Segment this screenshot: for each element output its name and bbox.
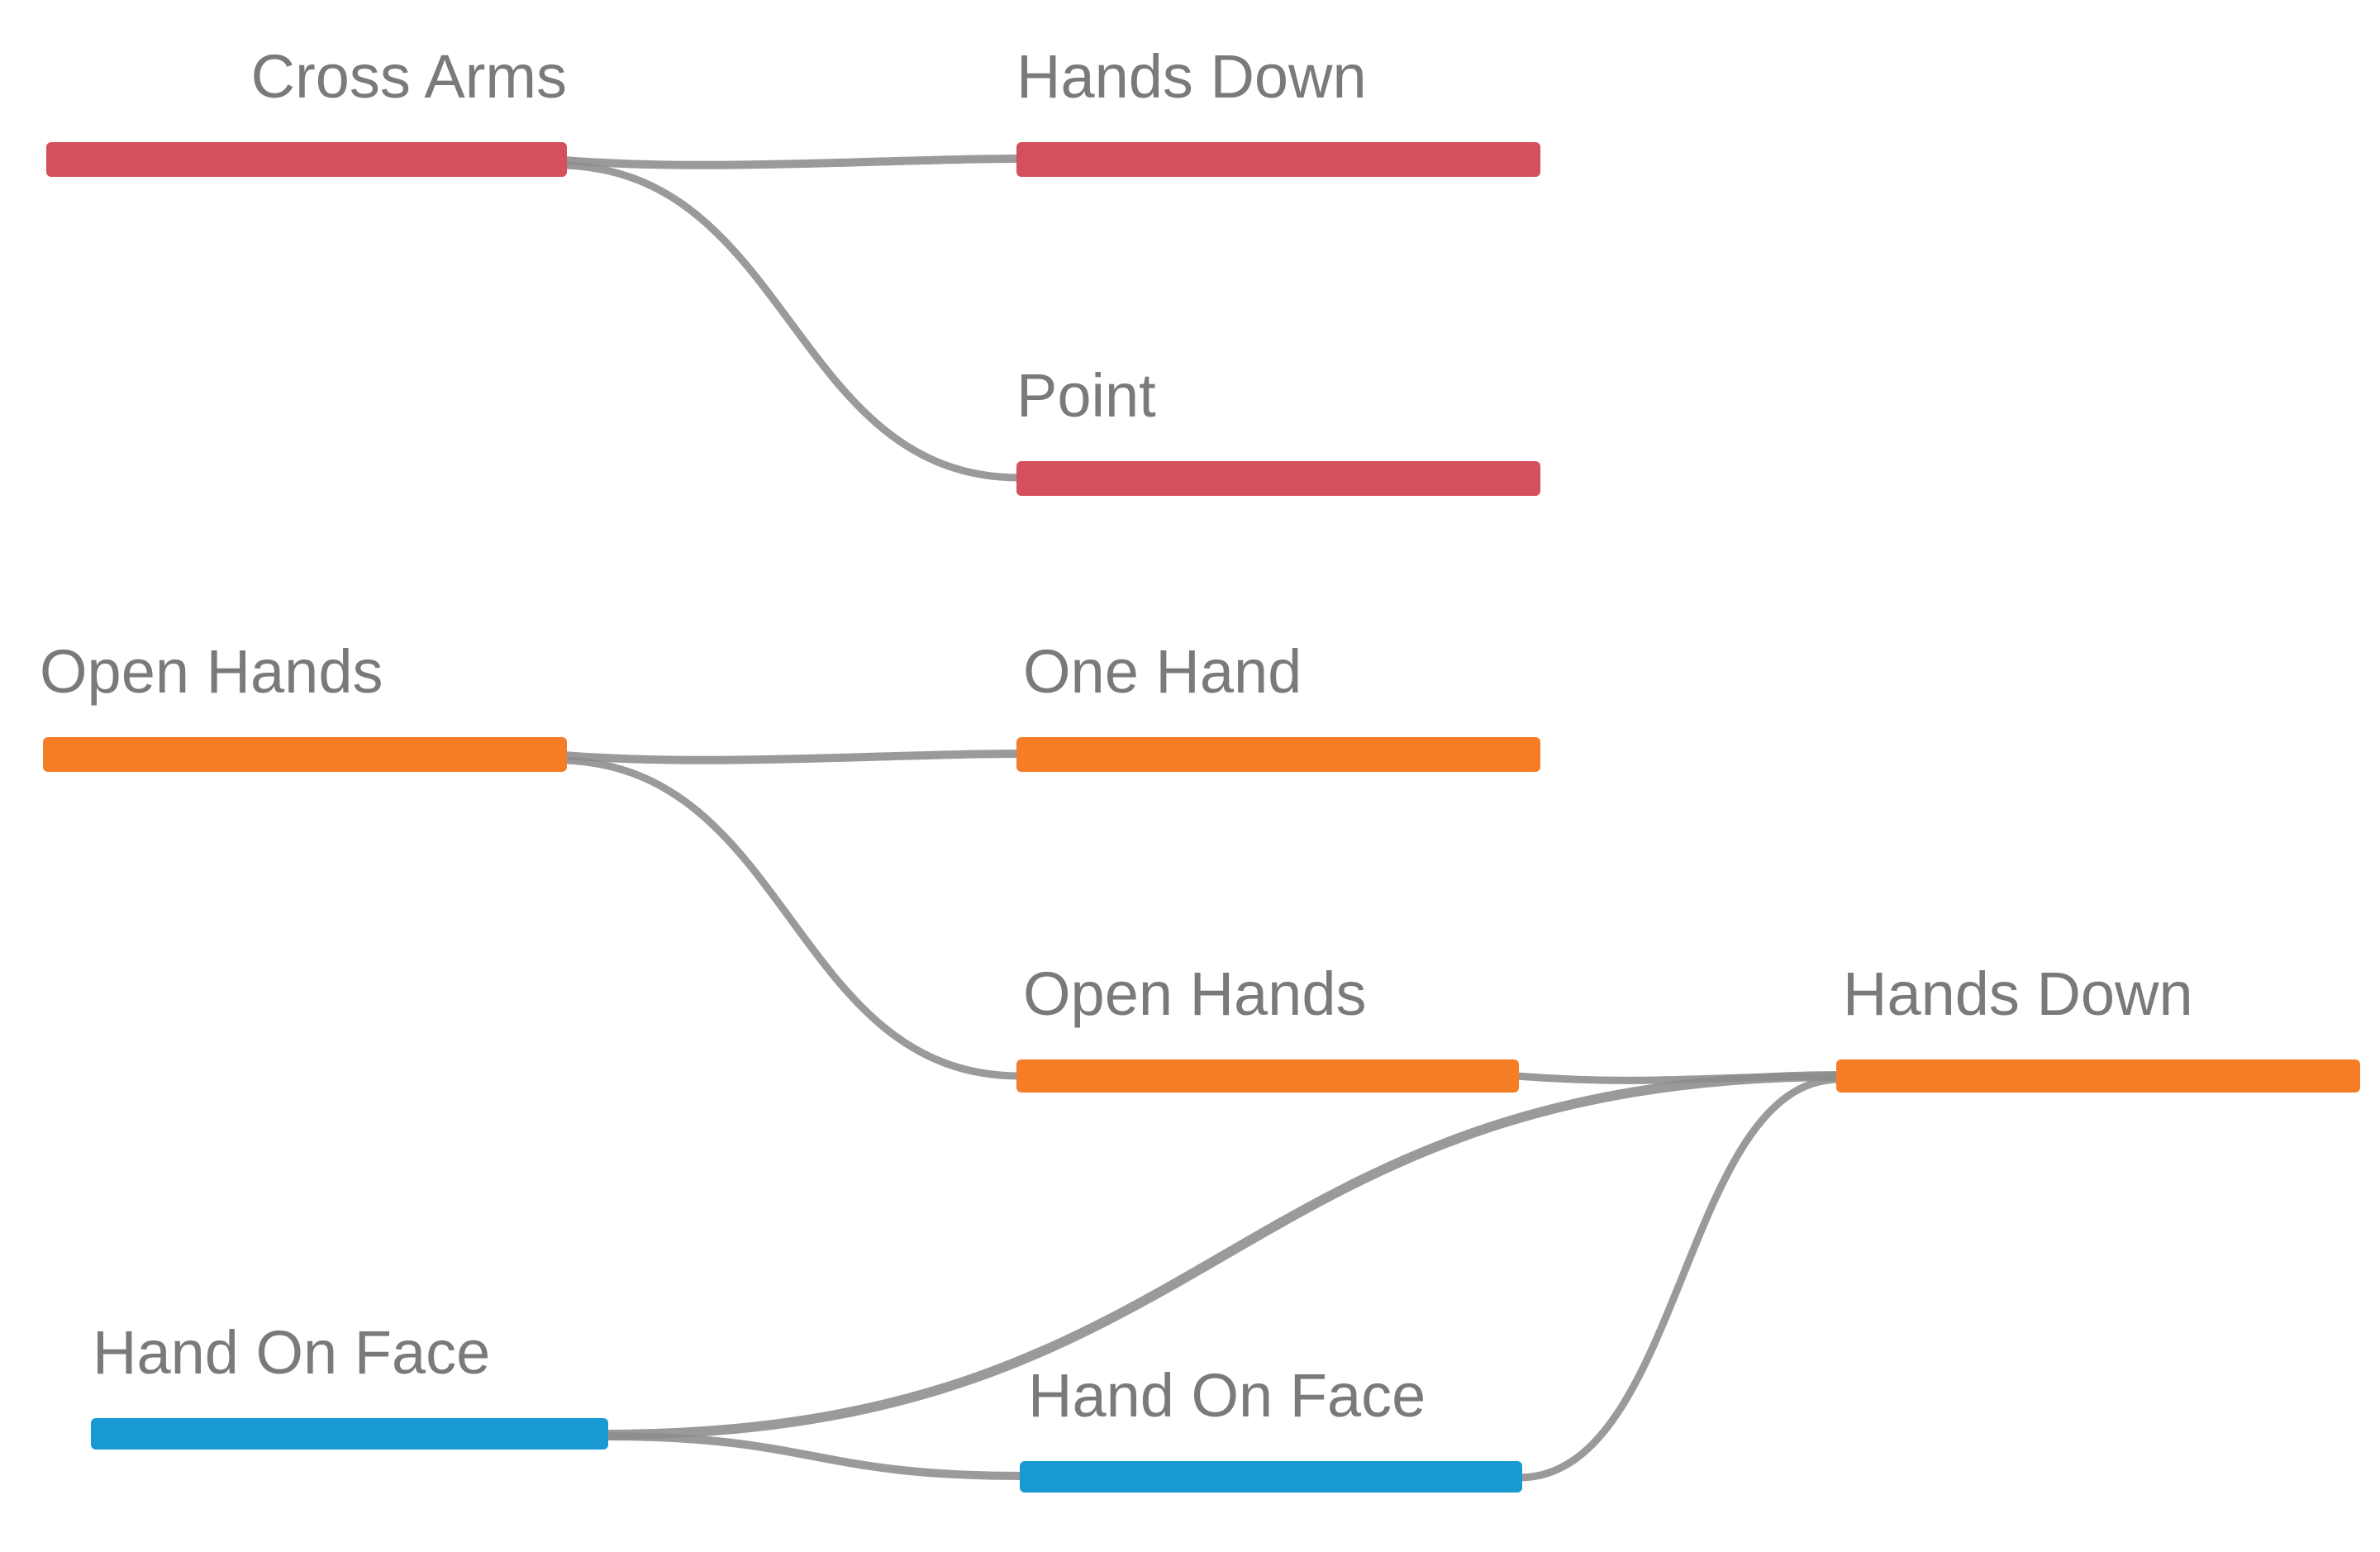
node-open-hands-1[interactable] — [43, 737, 567, 772]
label-open-hands-2: Open Hands — [1023, 959, 1367, 1028]
node-hand-on-face-2[interactable] — [1020, 1461, 1522, 1492]
label-hand-on-face-2: Hand On Face — [1028, 1361, 1426, 1430]
link-open-hands-to-open-hands[interactable] — [559, 756, 1024, 1080]
label-open-hands-1: Open Hands — [40, 637, 383, 706]
node-open-hands-2[interactable] — [1016, 1059, 1519, 1093]
link-open-hands-to-one-hand[interactable] — [559, 750, 1024, 764]
label-cross-arms: Cross Arms — [251, 42, 567, 111]
node-point[interactable] — [1016, 461, 1540, 496]
link-group — [559, 155, 1844, 1482]
link-cross-arms-to-hands-down[interactable] — [559, 155, 1024, 169]
link-hand-on-face-2-to-hands-down[interactable] — [1515, 1075, 1844, 1482]
label-hands-down-2: Hands Down — [1843, 959, 2193, 1028]
node-group — [43, 142, 2360, 1492]
link-hand-on-face-to-hand-on-face[interactable] — [601, 1432, 1027, 1480]
node-hands-down-1[interactable] — [1016, 142, 1540, 177]
node-hands-down-2[interactable] — [1836, 1059, 2360, 1093]
node-one-hand[interactable] — [1016, 737, 1540, 772]
label-hands-down-1: Hands Down — [1016, 42, 1367, 111]
label-one-hand: One Hand — [1023, 637, 1302, 706]
node-hand-on-face-1[interactable] — [91, 1418, 608, 1450]
link-cross-arms-to-point[interactable] — [559, 161, 1024, 482]
label-group: Cross Arms Hands Down Point Open Hands O… — [40, 42, 2193, 1430]
label-point: Point — [1016, 361, 1156, 430]
link-hand-on-face-to-hands-down[interactable] — [600, 1071, 1844, 1440]
node-cross-arms[interactable] — [46, 142, 567, 177]
label-hand-on-face-1: Hand On Face — [93, 1318, 490, 1387]
